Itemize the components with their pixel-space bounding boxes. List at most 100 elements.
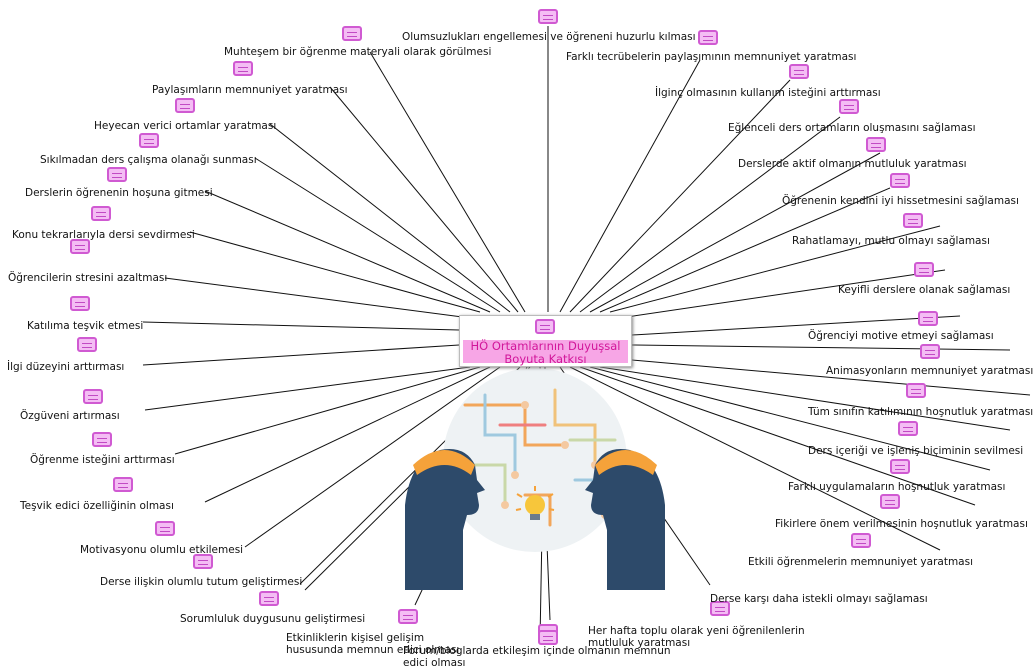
branch-node-label: Özgüveni artırması xyxy=(20,410,120,422)
branch-node-label: Öğrenenin kendini iyi hissetmesini sağla… xyxy=(782,195,1019,207)
teaching-illustration xyxy=(405,368,665,590)
note-icon xyxy=(918,311,938,326)
note-icon xyxy=(91,206,111,221)
connector-line xyxy=(609,225,941,313)
note-icon xyxy=(398,609,418,624)
connector-line xyxy=(254,157,501,313)
note-icon xyxy=(903,213,923,228)
note-icon xyxy=(839,99,859,114)
branch-node-label: Etkili öğrenmelerin memnuniyet yaratması xyxy=(748,556,973,568)
branch-node-label: Her hafta toplu olarak yeni öğrenilenler… xyxy=(588,625,805,649)
note-icon xyxy=(175,98,195,113)
note-icon xyxy=(906,383,926,398)
connector-line xyxy=(579,116,841,313)
branch-node-label: Öğrenme isteğini arttırması xyxy=(30,454,175,466)
note-icon xyxy=(107,167,127,182)
branch-node-label: Eğlenceli ders ortamların oluşmasını sağ… xyxy=(728,122,976,134)
branch-node-label: Derse karşı daha istekli olmayı sağlamas… xyxy=(710,593,928,605)
branch-node-label: Olumsuzlukları engellemesi ve öğreneni h… xyxy=(402,31,696,43)
branch-node-label: Teşvik edici özelliğinin olması xyxy=(20,500,174,512)
branch-node-label: Sıkılmadan ders çalışma olanağı sunması xyxy=(40,154,257,166)
note-icon xyxy=(70,296,90,311)
branch-node-label: Sorumluluk duygusunu geliştirmesi xyxy=(180,613,366,625)
branch-node-label: Fikirlere önem verilmesinin hoşnutluk ya… xyxy=(775,518,1028,530)
connector-line xyxy=(269,123,511,313)
branch-node-label: Etkinliklerin kişisel gelişim hususunda … xyxy=(286,632,460,656)
note-icon xyxy=(851,533,871,548)
note-icon xyxy=(698,30,718,45)
branch-node-label: Öğrenciyi motive etmeyi sağlaması xyxy=(808,330,994,342)
note-icon xyxy=(920,344,940,359)
note-icon xyxy=(193,554,213,569)
note-icon xyxy=(342,26,362,41)
note-icon xyxy=(898,421,918,436)
note-icon xyxy=(259,591,279,606)
connector-line xyxy=(619,269,946,319)
branch-node-label: Katılıma teşvik etmesi xyxy=(27,320,144,332)
branch-node-label: İlginç olmasının kullanım isteğini arttı… xyxy=(655,87,881,99)
connector-line xyxy=(142,344,460,366)
branch-node-label: Ders içeriği ve işleniş biçiminin sevilm… xyxy=(808,445,1024,457)
branch-node-label: Derse ilişkin olumlu tutum geliştirmesi xyxy=(100,576,303,588)
connector-line xyxy=(142,321,460,331)
note-icon xyxy=(890,459,910,474)
note-icon xyxy=(155,521,175,536)
note-icon xyxy=(83,389,103,404)
connector-line xyxy=(579,366,976,506)
central-topic: HÖ Ortamlarının Duyuşsal Boyuta Katkısı xyxy=(459,315,632,367)
note-icon xyxy=(92,432,112,447)
branch-node-label: Forum/bloglarda etkileşim içinde olmanın… xyxy=(403,645,671,669)
connector-line xyxy=(204,190,491,313)
connector-line xyxy=(631,359,1031,396)
connector-line xyxy=(599,187,891,313)
branch-node-label: Paylaşımların memnuniyet yaratması xyxy=(152,84,348,96)
branch-node-label: Derslerde aktif olmanın mutluluk yaratma… xyxy=(738,158,967,170)
branch-node-label: Animasyonların memnuniyet yaratması xyxy=(826,365,1034,377)
branch-node-label: Konu tekrarlarıyla dersi sevdirmesi xyxy=(12,229,195,241)
branch-node-label: Derslerin öğrenenin hoşuna gitmesi xyxy=(25,187,213,199)
connector-line xyxy=(189,231,481,313)
connector-line xyxy=(204,366,491,503)
connector-line xyxy=(631,315,961,336)
note-icon xyxy=(70,239,90,254)
connector-line xyxy=(559,59,701,313)
note-icon xyxy=(866,137,886,152)
note-icon xyxy=(77,337,97,352)
branch-node-label: Heyecan verici ortamlar yaratması xyxy=(94,120,277,132)
note-icon xyxy=(139,133,159,148)
connector-line xyxy=(569,366,941,551)
connector-line xyxy=(369,51,526,313)
note-icon xyxy=(914,262,934,277)
branch-node-label: Öğrencilerin stresini azaltması xyxy=(8,272,168,284)
branch-node-label: İlgi düzeyini arttırması xyxy=(7,361,125,373)
branch-node-label: Tüm sınıfın katılımının hoşnutluk yaratm… xyxy=(808,406,1034,418)
note-icon xyxy=(113,477,133,492)
branch-node-label: Rahatlamayı, mutlu olmayı sağlaması xyxy=(792,235,990,247)
connector-line xyxy=(174,366,481,455)
connector-line xyxy=(599,366,1011,431)
branch-node-label: Farklı tecrübelerin paylaşımının memnuni… xyxy=(566,51,857,63)
branch-node-label: Keyifli derslere olanak sağlaması xyxy=(838,284,1011,296)
note-icon xyxy=(880,494,900,509)
central-topic-title: HÖ Ortamlarının Duyuşsal Boyuta Katkısı xyxy=(463,340,628,366)
connector-line xyxy=(569,79,791,313)
connector-line xyxy=(329,86,519,313)
connector-line xyxy=(164,277,471,319)
connector-line xyxy=(589,366,991,471)
connector-line xyxy=(589,152,881,313)
connector-line xyxy=(244,366,501,548)
note-icon xyxy=(233,61,253,76)
note-icon xyxy=(710,601,730,616)
note-icon xyxy=(538,9,558,24)
branch-node-label: Muhteşem bir öğrenme materyali olarak gö… xyxy=(224,46,492,58)
note-icon xyxy=(789,64,809,79)
branch-node-label: Motivasyonu olumlu etkilemesi xyxy=(80,544,244,556)
note-icon xyxy=(890,173,910,188)
note-icon xyxy=(538,630,558,645)
branch-node-label: Farklı uygulamaların hoşnutluk yaratması xyxy=(788,481,1006,493)
connector-line xyxy=(144,366,471,411)
note-icon xyxy=(535,319,555,334)
connector-line xyxy=(631,344,1011,351)
